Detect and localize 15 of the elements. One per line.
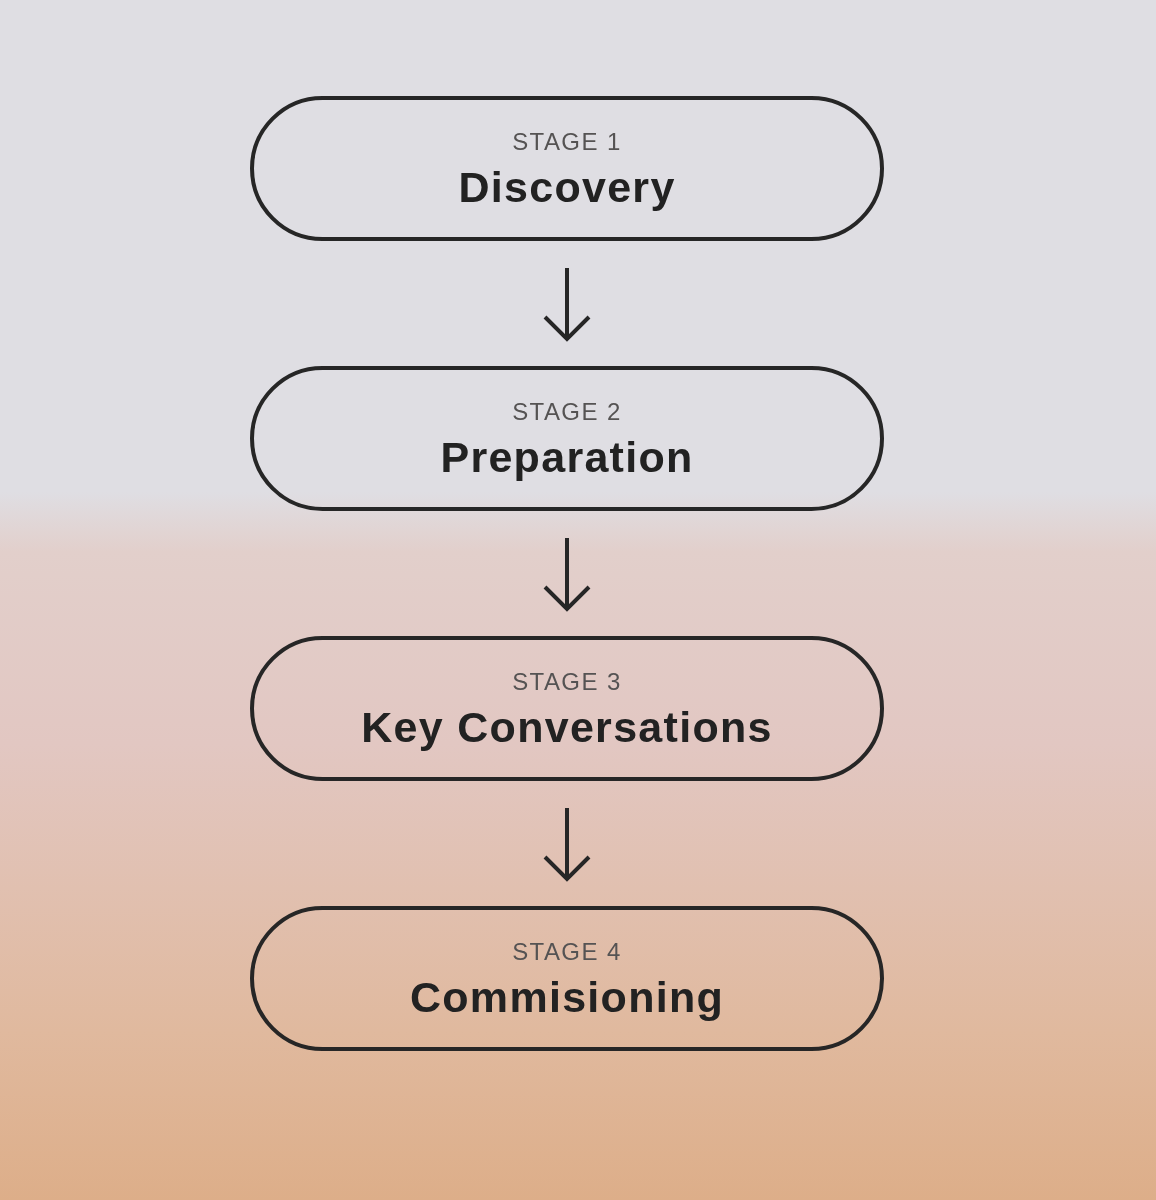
stage-pill	[250, 636, 884, 781]
stage-title: Key Conversations	[361, 703, 773, 750]
stage-title: Discovery	[458, 163, 676, 210]
stage-number-label: STAGE 2	[512, 397, 622, 426]
arrow	[543, 808, 591, 881]
stage-number-label: STAGE 4	[512, 937, 622, 966]
stage-number-label: STAGE 3	[512, 667, 622, 696]
stage-pill	[250, 96, 884, 241]
arrow	[543, 538, 591, 611]
stage-pill	[250, 906, 884, 1051]
stage-number-label: STAGE 1	[512, 127, 622, 156]
stage-title: Preparation	[440, 433, 694, 480]
stage-title: Commisioning	[409, 973, 725, 1020]
arrow	[543, 268, 591, 341]
stage-pill	[250, 366, 884, 511]
